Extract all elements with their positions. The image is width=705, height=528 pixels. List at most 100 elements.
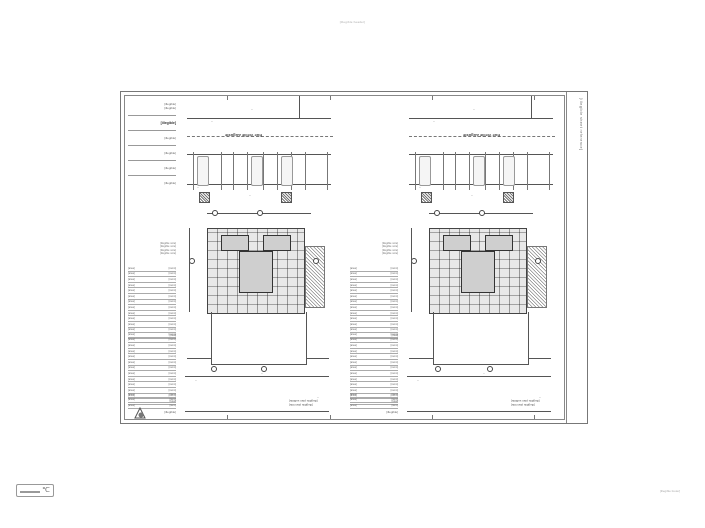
area-table-a: [area][room] [area][room] [area][room] […	[350, 266, 398, 339]
title-block: [illegible] [illegible] [illegible] [ill…	[128, 102, 176, 185]
stamp-icon: ℃	[42, 487, 50, 494]
table-row: [area][room]	[350, 343, 398, 349]
table-row: [area][room]	[128, 305, 176, 311]
north-arrow-icon	[134, 406, 146, 419]
building-core	[239, 251, 273, 293]
table-row: [area][item]	[128, 392, 176, 398]
table-row: [area][item]	[350, 392, 398, 398]
tree-icon	[199, 192, 210, 203]
table-row: [area][room]	[350, 328, 398, 334]
area-table-a: [area][room] [area][room] [area][room] […	[128, 266, 176, 339]
table-row: [total]	[350, 333, 398, 339]
table-row: [area][room]	[128, 311, 176, 317]
table-row: [area][room]	[128, 272, 176, 278]
table-row: [area][room]	[128, 349, 176, 355]
area-table-c: [area][item] [area][item] [area][item]	[128, 392, 176, 409]
parking-car	[281, 156, 293, 186]
table-row: [area][room]	[350, 277, 398, 283]
table-row: [area][room]	[128, 360, 176, 366]
client-name: [illegible]	[164, 166, 176, 170]
page-footer-text: [illegible footer]	[660, 489, 681, 493]
table-row: [area][room]	[350, 294, 398, 300]
table-row: [area][room]	[350, 266, 398, 272]
building-core	[461, 251, 495, 293]
table-row: [area][room]	[128, 366, 176, 372]
table-row: [area][room]	[350, 300, 398, 306]
sheet-reference-strip: [illegible sheet reference]	[566, 92, 587, 423]
table-row: [area][room]	[350, 388, 398, 394]
parking-car	[197, 156, 209, 186]
table-row: [area][item]	[350, 403, 398, 409]
page-header-text: [illegible header]	[339, 20, 366, 24]
sheet-reference-text: [illegible sheet reference]	[579, 98, 583, 151]
parking-car	[503, 156, 515, 186]
table-row: [area][room]	[350, 338, 398, 344]
parking-car	[419, 156, 431, 186]
table-row: [area][room]	[128, 294, 176, 300]
parking-car	[251, 156, 263, 186]
table-row: [area][room]	[128, 394, 176, 400]
table-row: [area][room]	[128, 300, 176, 306]
table-row: [area][room]	[350, 366, 398, 372]
table-row: [area][room]	[350, 272, 398, 278]
table-row: [area][room]	[128, 317, 176, 322]
tree-icon	[421, 192, 432, 203]
parking-car	[473, 156, 485, 186]
scale-label: [illegible]	[160, 121, 176, 125]
project-subtitle: [illegible]	[164, 151, 176, 155]
table-row: [area][room]	[128, 322, 176, 328]
hatched-area	[305, 246, 325, 308]
floor-plan-right: Rue Vieille Auguste	[403, 96, 569, 419]
table-row: [area][item]	[350, 398, 398, 404]
table-row: [area][room]	[128, 383, 176, 388]
sheet-frame: [illegible] [illegible] [illegible] [ill…	[124, 95, 565, 420]
area-table-b: [area][room] [area][room] [area][room] […	[128, 332, 176, 405]
table-row: [total]	[350, 399, 398, 405]
table-row: [area][room]	[350, 360, 398, 366]
area-table-c: [area][item] [area][item] [area][item]	[350, 392, 398, 409]
office-name: [illegible]	[164, 181, 176, 185]
plan-title: [illegible plan title][illegible plan su…	[511, 399, 540, 408]
table-row: [area][room]	[128, 377, 176, 383]
table-row: [area][room]	[128, 355, 176, 360]
table-row: [area][room]	[128, 328, 176, 334]
floor-plan-left: Rue Vieille Auguste	[181, 96, 347, 419]
table-row: [area][room]	[350, 311, 398, 317]
plan-title: [illegible plan title][illegible plan su…	[289, 399, 318, 408]
table-row: [area][item]	[128, 398, 176, 404]
table-row: [area][room]	[350, 383, 398, 388]
table-row: [total]	[128, 399, 176, 405]
table-row: [area][room]	[350, 332, 398, 338]
drawing-sheet: [illegible] [illegible] [illegible] [ill…	[120, 91, 588, 424]
table-row: [area][room]	[350, 355, 398, 360]
table-row: [area][room]	[128, 343, 176, 349]
table-row: [area][room]	[128, 289, 176, 294]
title-line: [illegible]	[164, 106, 176, 110]
scanner-badge: ℃	[16, 484, 54, 497]
notes-block: [illegible note][illegible note][illegib…	[160, 242, 176, 256]
legend-label: [illegible]	[164, 410, 176, 414]
tree-icon	[503, 192, 514, 203]
street-label: Rue Vieille Auguste	[463, 133, 501, 138]
table-row: [area][room]	[350, 371, 398, 377]
table-row: [area][room]	[350, 349, 398, 355]
street-label: Rue Vieille Auguste	[225, 133, 263, 138]
table-row: [area][room]	[128, 283, 176, 289]
table-row: [area][room]	[128, 266, 176, 272]
area-table-b: [area][room] [area][room] [area][room] […	[350, 332, 398, 405]
tree-icon	[281, 192, 292, 203]
table-row: [area][room]	[350, 394, 398, 400]
table-row: [area][room]	[350, 377, 398, 383]
table-row: [area][room]	[350, 305, 398, 311]
title-line: [illegible]	[164, 102, 176, 106]
table-row: [total]	[128, 333, 176, 339]
table-row: [area][room]	[128, 332, 176, 338]
table-row: [area][room]	[350, 289, 398, 294]
table-row: [area][room]	[128, 338, 176, 344]
table-row: [area][room]	[128, 388, 176, 394]
legend-panel-left: [illegible] [illegible] [illegible] [ill…	[125, 96, 179, 419]
legend-panel-right: [illegible note][illegible note][illegib…	[347, 96, 401, 419]
table-row: [area][room]	[350, 317, 398, 322]
hatched-area	[527, 246, 547, 308]
table-row: [area][room]	[350, 283, 398, 289]
